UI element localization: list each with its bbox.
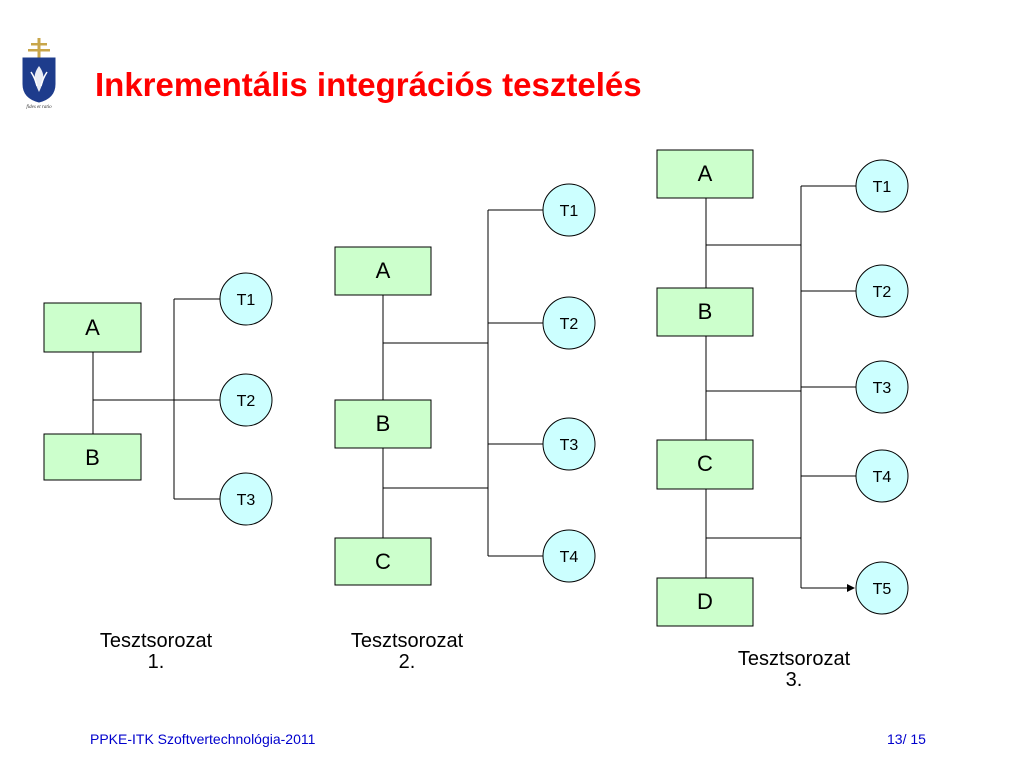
test-group-1: A B T1 T2 T3 [43,272,273,526]
slide-title: Inkrementális integrációs tesztelés [95,66,642,103]
module-box-b: B [334,399,432,449]
test-label: T1 [873,179,892,196]
shield-icon [22,57,56,103]
logo-motto: fides et ratio [26,105,52,110]
caption-number: 3. [785,669,803,691]
module-box-a: A [334,246,432,296]
module-box-a: A [43,302,142,353]
module-box-b: B [43,433,142,481]
module-label: B [376,411,391,436]
module-label: C [697,451,713,476]
test-circle-t2: T2 [219,373,273,427]
footer-course: PPKE-ITK Szoftvertechnológia-2011 [90,731,316,747]
test-label: T3 [873,380,892,397]
module-box-b: B [656,287,754,337]
test-circle-t1: T1 [855,159,909,213]
module-label: A [698,161,713,186]
module-label: B [85,445,100,470]
module-box-c: C [656,439,754,490]
test-circle-t4: T4 [542,529,596,583]
module-box-a: A [656,149,754,199]
test-label: T2 [560,316,579,333]
test-label: T1 [237,292,256,309]
module-label: A [376,258,391,283]
test-label: T2 [873,284,892,301]
module-label: D [697,589,713,614]
module-label: C [375,549,391,574]
caption-group-2: Tesztsorozat 2. [327,631,487,673]
test-circle-t2: T2 [855,264,909,318]
test-circle-t4: T4 [855,449,909,503]
test-label: T3 [560,437,579,454]
module-label: A [85,315,100,340]
caption-title: Tesztsorozat [737,648,851,670]
test-circle-t3: T3 [542,417,596,471]
test-label: T4 [873,469,892,486]
caption-title: Tesztsorozat [350,630,464,652]
test-circle-t3: T3 [855,360,909,414]
test-circle-t1: T1 [542,183,596,237]
test-label: T1 [560,203,579,220]
test-label: T3 [237,492,256,509]
caption-group-3: Tesztsorozat 3. [714,649,874,691]
module-box-c: C [334,537,432,586]
test-circle-t5: T5 [855,561,909,615]
test-circle-t2: T2 [542,296,596,350]
university-logo: fides et ratio [22,38,56,110]
test-group-3: A B C D T1 T2 [656,149,909,627]
test-group-2: A B C T1 T2 T3 [334,183,596,586]
test-circle-t1: T1 [219,272,273,326]
test-circle-t3: T3 [219,472,273,526]
test-label: T2 [237,393,256,410]
caption-title: Tesztsorozat [99,630,213,652]
module-box-d: D [656,577,754,627]
double-cross-icon [28,38,50,60]
page-number: 13/ 15 [887,731,926,747]
module-label: B [698,299,713,324]
caption-number: 2. [398,651,416,673]
test-label: T4 [560,549,579,566]
caption-group-1: Tesztsorozat 1. [76,631,236,673]
test-label: T5 [873,581,892,598]
caption-number: 1. [147,651,165,673]
